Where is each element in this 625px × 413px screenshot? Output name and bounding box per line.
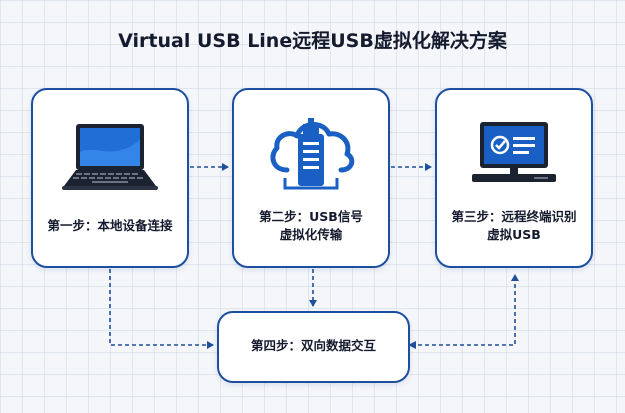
- step-3-card: 第三步：远程终端识别 虚拟USB: [435, 88, 593, 268]
- step-2-card: 第二步：USB信号 虚拟化传输: [232, 88, 390, 268]
- cloud-usb-icon: [270, 118, 355, 190]
- step-1-label: 第一步：本地设备连接: [47, 218, 173, 233]
- step-3-label-line2: 虚拟USB: [487, 227, 541, 242]
- step-2-label-line2: 虚拟化传输: [279, 227, 343, 242]
- step-2-label-line1: 第二步：USB信号: [259, 209, 363, 224]
- step-4-label: 第四步：双向数据交互: [250, 338, 376, 353]
- step-3-label-line1: 第三步：远程终端识别: [451, 209, 577, 224]
- arrow-step1-to-step4: [109, 269, 214, 349]
- laptop-icon: [62, 124, 158, 190]
- step-1-card: 第一步：本地设备连接: [31, 88, 189, 268]
- remote-terminal-icon: [472, 122, 556, 182]
- step-4-card: 第四步：双向数据交互: [217, 311, 410, 383]
- arrow-step4-to-step3: [411, 274, 519, 346]
- arrowhead-into-step4: [408, 341, 416, 349]
- diagram-title: Virtual USB Line远程USB虚拟化解决方案: [118, 30, 507, 52]
